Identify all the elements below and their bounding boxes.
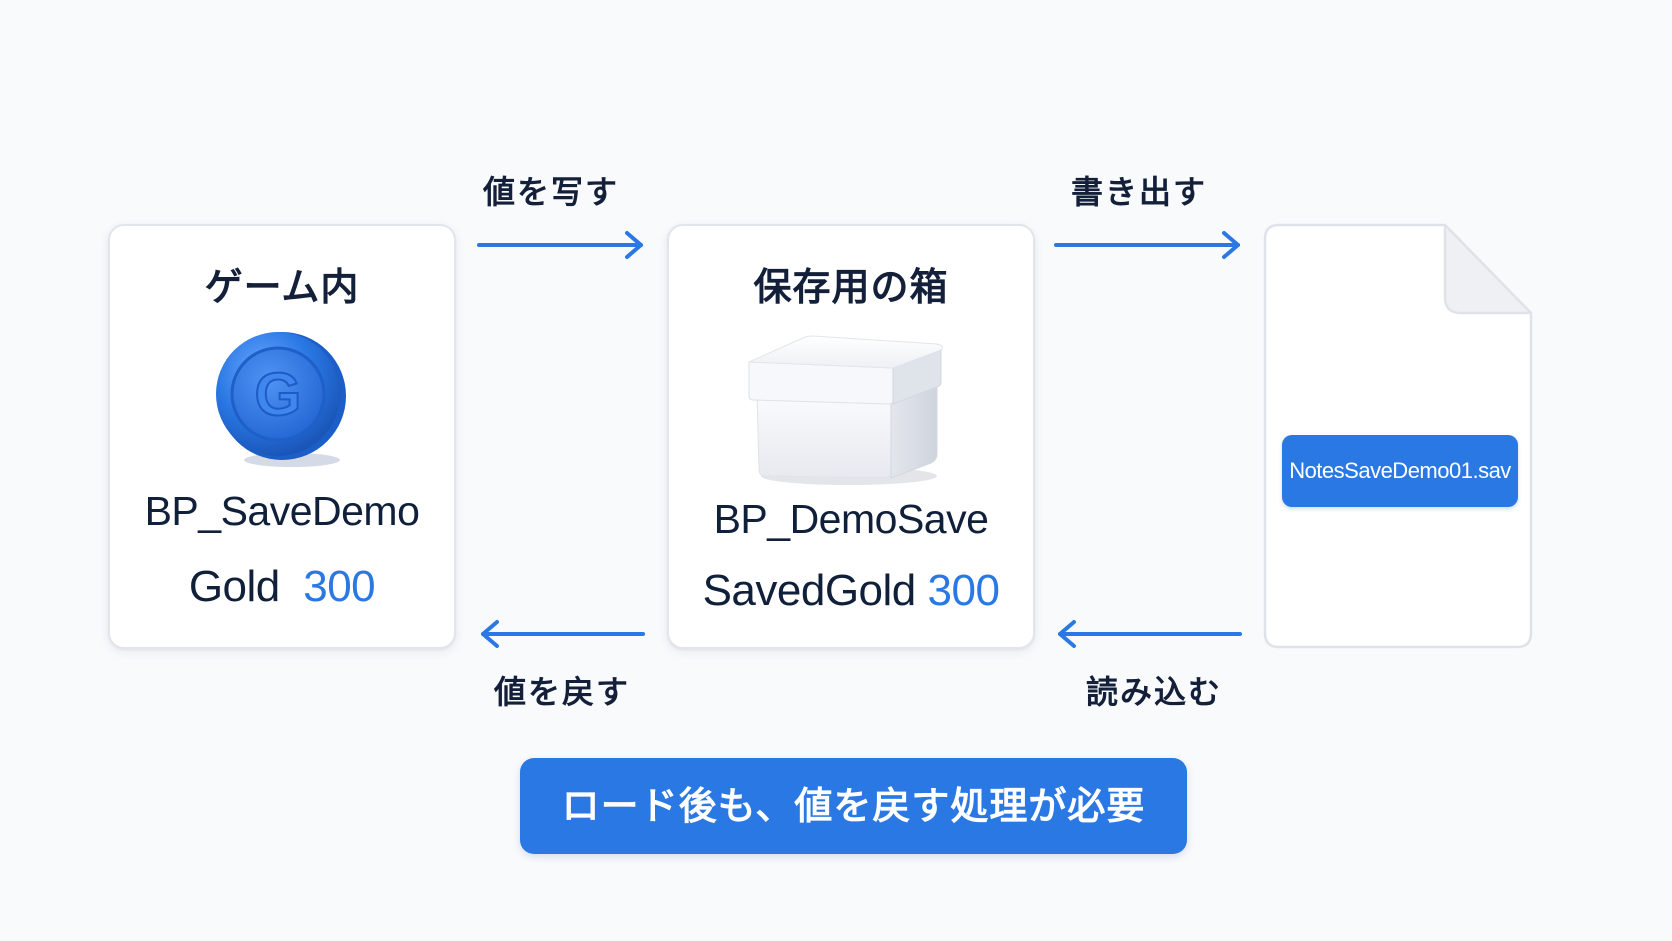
coin-letter: G bbox=[255, 361, 302, 428]
game-card-value-line: Gold 300 bbox=[110, 562, 454, 612]
arrow-left-restore bbox=[481, 620, 645, 648]
arrow-right-write bbox=[1054, 231, 1240, 259]
save-card-title: 保存用の箱 bbox=[753, 265, 949, 309]
copy-values-label: 値を写す bbox=[483, 173, 620, 211]
game-card: ゲーム内 G BP_SaveDemo Gold 300 bbox=[108, 224, 456, 649]
arrow-right-copy bbox=[477, 231, 643, 259]
save-card-value-line: SavedGold 300 bbox=[669, 566, 1033, 616]
game-card-title: ゲーム内 bbox=[204, 265, 360, 309]
gold-label: Gold bbox=[188, 562, 280, 611]
arrow-left-load bbox=[1058, 620, 1242, 648]
saved-gold-value: 300 bbox=[927, 566, 1000, 615]
save-card-name: BP_DemoSave bbox=[713, 496, 989, 542]
write-out-label: 書き出す bbox=[1071, 173, 1208, 211]
gold-value: 300 bbox=[303, 562, 376, 611]
note-banner: ロード後も、値を戻す処理が必要 bbox=[520, 758, 1187, 854]
load-label: 読み込む bbox=[1086, 673, 1223, 711]
gold-coin-icon: G bbox=[216, 332, 346, 467]
saved-gold-label: SavedGold bbox=[702, 566, 917, 615]
save-box-card: 保存用の箱 bbox=[667, 224, 1035, 649]
save-file-name: NotesSaveDemo01.sav bbox=[1282, 435, 1518, 507]
game-card-name: BP_SaveDemo bbox=[144, 488, 420, 534]
restore-values-label: 値を戻す bbox=[494, 673, 631, 711]
box-icon bbox=[748, 335, 943, 485]
